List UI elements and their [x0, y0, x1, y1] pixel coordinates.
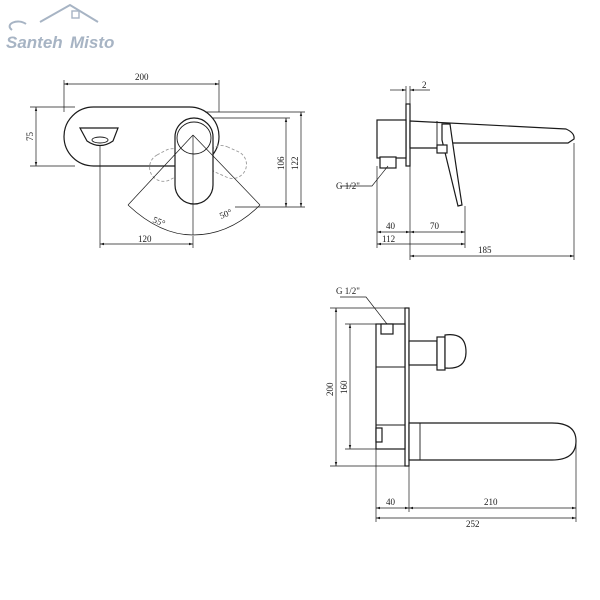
dim-front-height: 75: [25, 132, 35, 142]
angle-left-label: 55°: [151, 215, 167, 229]
logo-text-right: Misto: [70, 33, 114, 52]
front-view: 55° 50° 200 75 120 106 122: [25, 72, 305, 248]
side-lever-collar: [436, 144, 448, 154]
dim-side-70: 70: [430, 221, 440, 231]
logo-swoosh: [8, 20, 27, 31]
top-handle: [444, 334, 467, 369]
dim-top-210: 210: [484, 497, 498, 507]
side-body: [376, 119, 407, 159]
dim-side-40: 40: [386, 221, 396, 231]
dim-top-200: 200: [325, 382, 335, 396]
top-view: G 1/2" 200 160 40 210 252: [325, 286, 577, 529]
side-thread-label: G 1/2": [336, 181, 360, 191]
top-cartridge-collar: [408, 340, 438, 366]
top-inlet-upper: [380, 323, 394, 335]
top-thread-label: G 1/2": [336, 286, 360, 296]
angle-right-label: 50°: [218, 207, 234, 221]
house-window-icon: [71, 10, 80, 19]
dim-front-width: 200: [135, 72, 149, 82]
dim-top-40: 40: [386, 497, 396, 507]
dim-side-112: 112: [382, 234, 395, 244]
dim-side-flange: 2: [422, 80, 427, 90]
house-roof-icon: [39, 3, 99, 23]
top-cartridge-ring: [436, 336, 446, 371]
top-spout: [408, 422, 577, 461]
brand-logo: Santeh Misto: [6, 3, 114, 52]
dim-top-160: 160: [339, 380, 349, 394]
top-inlet-lower: [375, 427, 383, 443]
dim-front-offset: 120: [138, 234, 152, 244]
side-view: 2 G 1/2" 40 70 112 185: [336, 80, 575, 260]
side-inlet: [379, 156, 397, 169]
dim-front-122: 122: [290, 157, 300, 171]
front-handle-cap: [176, 121, 212, 155]
front-outlet-mouth: [91, 136, 109, 144]
dim-front-106: 106: [276, 156, 286, 170]
dim-top-252: 252: [466, 519, 480, 529]
dim-side-185: 185: [478, 245, 492, 255]
front-handle: [174, 117, 214, 205]
side-spout: [409, 120, 575, 149]
logo-text-left: Santeh: [6, 33, 63, 52]
handle-ghost-right: [207, 145, 247, 179]
